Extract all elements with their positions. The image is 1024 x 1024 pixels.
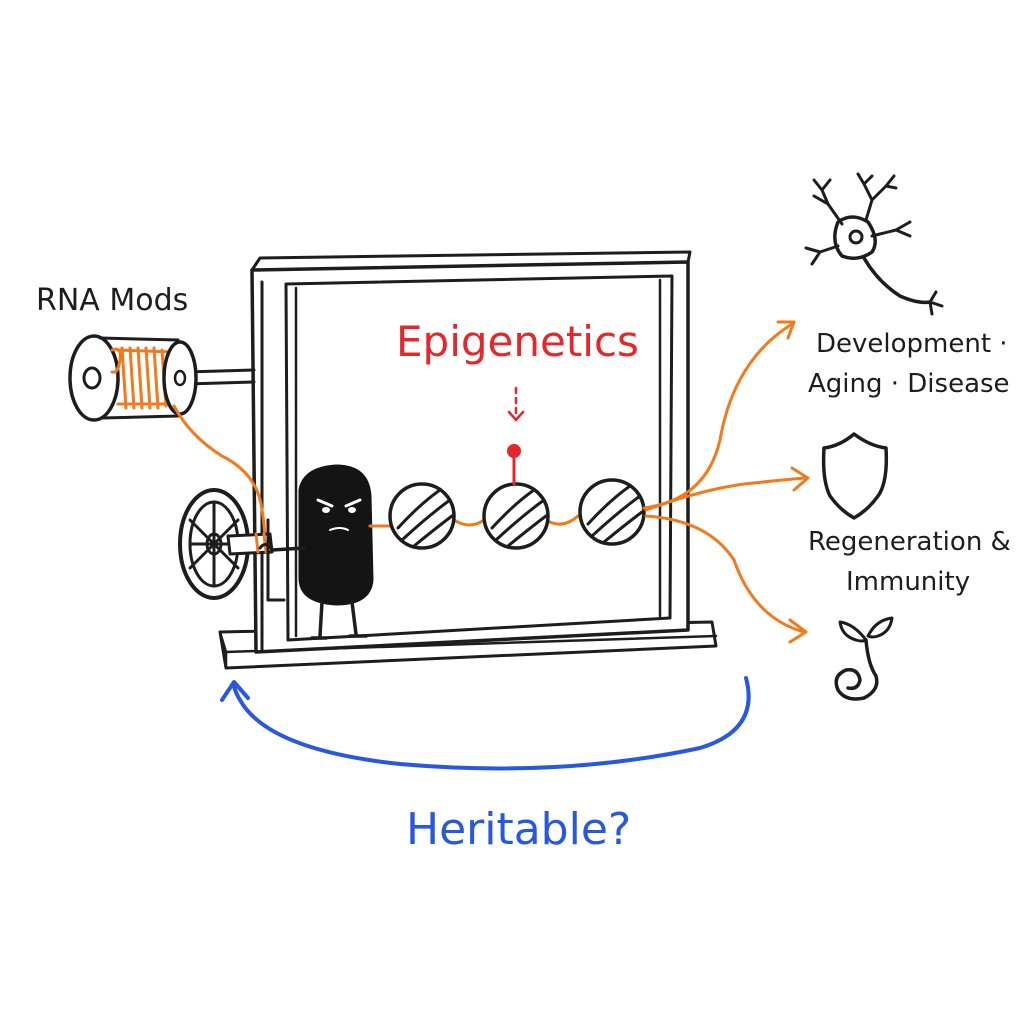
outcome-label-development: Development ·	[816, 329, 1008, 359]
nucleosome-icon	[578, 478, 646, 546]
spool-icon	[68, 334, 198, 422]
nucleosome-icon	[482, 482, 550, 550]
nucleosome-chain	[388, 478, 646, 550]
nucleosome-icon	[388, 482, 456, 550]
neuron-icon	[804, 172, 944, 316]
machine-frame	[184, 250, 718, 670]
output-arrows	[642, 320, 810, 644]
outcome-label-regeneration: Regeneration &	[808, 527, 1011, 557]
rna-thread	[172, 404, 267, 550]
outcome-label-aging-disease: Aging · Disease	[808, 369, 1010, 399]
outcome-label-immunity: Immunity	[846, 567, 970, 597]
sprout-icon	[834, 616, 894, 701]
epigenetics-label: Epigenetics	[396, 317, 639, 366]
shield-icon	[821, 432, 889, 520]
handwheel-icon	[178, 488, 286, 602]
heritable-label: Heritable?	[406, 804, 631, 855]
methyl-mark	[507, 386, 525, 486]
character-icon	[270, 464, 392, 640]
rna-mods-label: RNA Mods	[36, 283, 188, 318]
heritable-cycle-arrow	[220, 676, 751, 771]
